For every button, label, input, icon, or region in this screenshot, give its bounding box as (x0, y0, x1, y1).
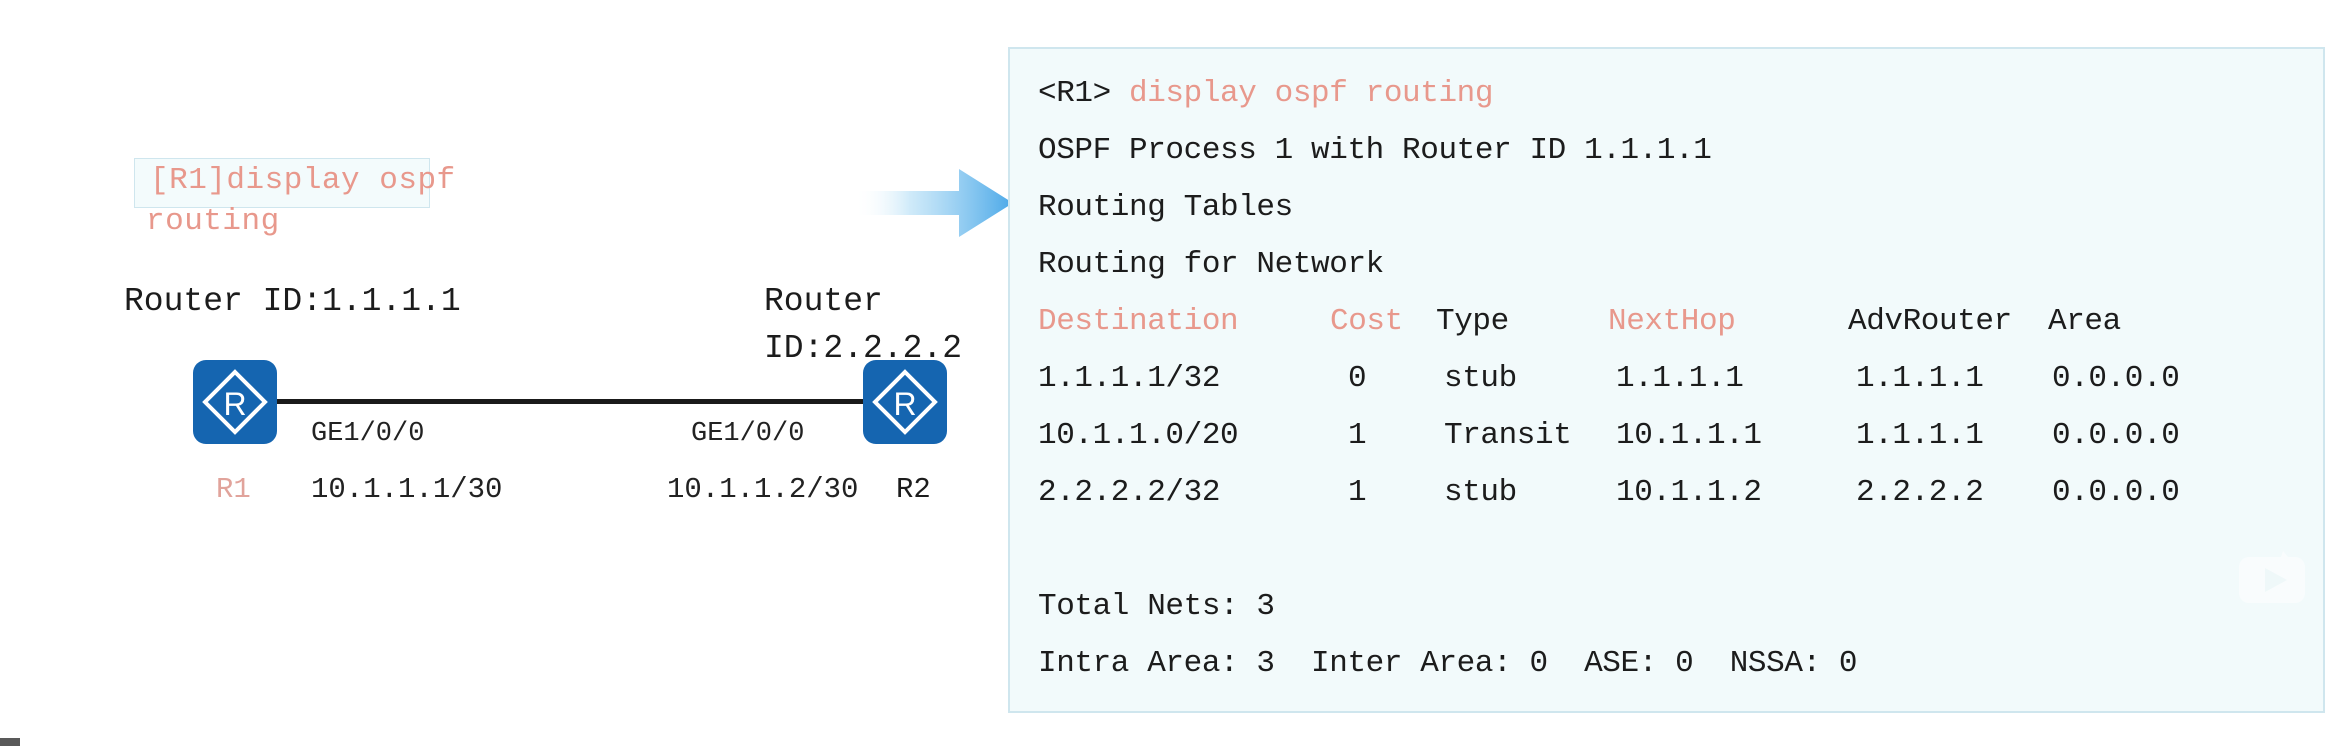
cell-nexthop: 10.1.1.1 (1616, 418, 1762, 453)
column-header-area: Area (2048, 304, 2121, 339)
command-callout-line1: [R1]display ospf (150, 163, 456, 198)
cell-type: Transit (1444, 418, 1572, 453)
right-router-id-label-line1: Router (764, 283, 883, 320)
svg-text:R: R (893, 386, 916, 422)
terminal-command-text: display ospf routing (1129, 76, 1494, 111)
terminal-line-routing-for-network: Routing for Network (1038, 247, 1384, 282)
right-interface-name: GE1/0/0 (691, 419, 805, 449)
router-icon-r2[interactable]: R (863, 360, 947, 444)
cell-type: stub (1444, 475, 1517, 510)
command-callout-line2: routing (146, 204, 280, 239)
column-header-type: Type (1436, 304, 1509, 339)
svg-text:R: R (223, 386, 246, 422)
cell-nexthop: 1.1.1.1 (1616, 361, 1744, 396)
network-topology-diagram: [R1]display ospf routing Router ID:1.1.1… (0, 0, 1013, 746)
command-callout-box (134, 158, 430, 208)
column-header-nexthop: NextHop (1608, 304, 1736, 339)
terminal-output-panel: <R1> display ospf routing OSPF Process 1… (1008, 47, 2325, 713)
routing-table-header-row: Destination Cost Type NextHop AdvRouter … (1038, 293, 2323, 350)
right-router-name: R2 (896, 473, 931, 506)
cell-type: stub (1444, 361, 1517, 396)
corner-marker (0, 738, 20, 746)
terminal-line-process: OSPF Process 1 with Router ID 1.1.1.1 (1038, 133, 1712, 168)
ethernet-link-line (277, 399, 864, 404)
left-router-name: R1 (216, 473, 251, 506)
cell-area: 0.0.0.0 (2052, 418, 2180, 453)
blank-line (1038, 521, 2323, 578)
left-interface-address: 10.1.1.1/30 (311, 473, 503, 506)
column-header-advrouter: AdvRouter (1848, 304, 2012, 339)
cell-area: 0.0.0.0 (2052, 361, 2180, 396)
cell-destination: 10.1.1.0/20 (1038, 418, 1239, 453)
summary-total-nets: Total Nets: 3 (1038, 589, 1275, 624)
table-row: 1.1.1.1/32 0 stub 1.1.1.1 1.1.1.1 0.0.0.… (1038, 350, 2323, 407)
left-router-id-label: Router ID:1.1.1.1 (124, 283, 461, 320)
terminal-line-routing-tables: Routing Tables (1038, 190, 1293, 225)
cell-cost: 1 (1348, 418, 1367, 453)
terminal-prompt: <R1> (1038, 76, 1111, 111)
cell-advrouter: 1.1.1.1 (1856, 418, 1984, 453)
cell-area: 0.0.0.0 (2052, 475, 2180, 510)
cell-advrouter: 1.1.1.1 (1856, 361, 1984, 396)
cell-destination: 2.2.2.2/32 (1038, 475, 1221, 510)
cell-cost: 0 (1348, 361, 1367, 396)
terminal-command-line: <R1> display ospf routing (1038, 65, 2323, 122)
summary-areas: Intra Area: 3 Inter Area: 0 ASE: 0 NSSA:… (1038, 646, 1858, 681)
table-row: 2.2.2.2/32 1 stub 10.1.1.2 2.2.2.2 0.0.0… (1038, 464, 2323, 521)
cell-nexthop: 10.1.1.2 (1616, 475, 1762, 510)
right-interface-address: 10.1.1.2/30 (667, 473, 859, 506)
cell-cost: 1 (1348, 475, 1367, 510)
column-header-destination: Destination (1038, 304, 1239, 339)
cell-advrouter: 2.2.2.2 (1856, 475, 1984, 510)
column-header-cost: Cost (1330, 304, 1403, 339)
table-row: 10.1.1.0/20 1 Transit 10.1.1.1 1.1.1.1 0… (1038, 407, 2323, 464)
right-arrow-icon (855, 163, 1015, 243)
router-icon-r1[interactable]: R (193, 360, 277, 444)
left-interface-name: GE1/0/0 (311, 419, 425, 449)
cell-destination: 1.1.1.1/32 (1038, 361, 1221, 396)
